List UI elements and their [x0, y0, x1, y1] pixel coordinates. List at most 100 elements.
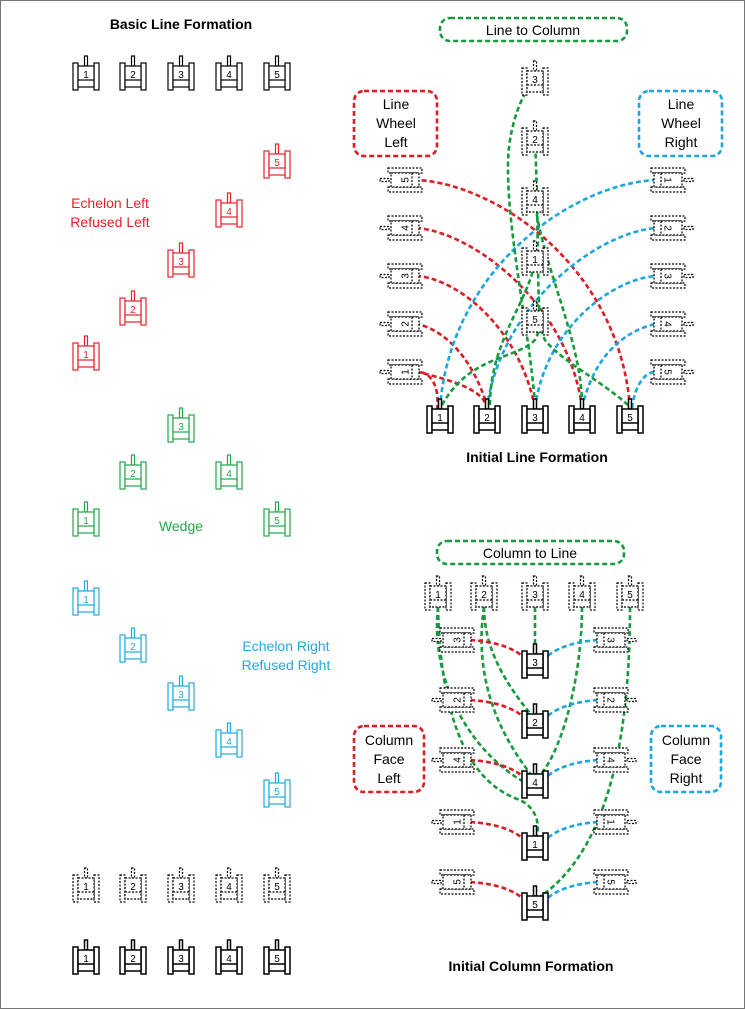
- tank-number: 1: [401, 369, 412, 375]
- tank-number: 4: [532, 195, 538, 206]
- tank-number: 5: [532, 900, 538, 911]
- path-red-a: [417, 370, 439, 411]
- tank-number: 1: [83, 70, 89, 81]
- tank-number: 3: [401, 273, 412, 279]
- tank-5-line-to-column: 5: [521, 300, 549, 336]
- tank-number: 2: [605, 697, 616, 703]
- tank-number: 5: [274, 882, 280, 893]
- tank-number: 3: [178, 422, 184, 433]
- tank-number: 4: [662, 321, 673, 327]
- tank-3-column-to-line: 3: [521, 575, 549, 611]
- tank-number: 2: [532, 135, 538, 146]
- tank-number: 5: [662, 369, 673, 375]
- tank-4-wheel-left: 4: [379, 215, 423, 241]
- tank-number: 1: [83, 595, 89, 606]
- tank-1-bottom-dashed: 1: [72, 867, 100, 903]
- tank-number: 3: [178, 954, 184, 965]
- path-green-5: [533, 139, 629, 406]
- tank-2-initial-line: 2: [473, 398, 501, 434]
- tank-4-basic-line: 4: [215, 55, 243, 91]
- box-column-face-right: [649, 724, 723, 794]
- tank-number: 3: [178, 70, 184, 81]
- tank-number: 3: [178, 690, 184, 701]
- path-blue-4: [580, 322, 656, 409]
- tank-5-face-left: 5: [431, 869, 475, 895]
- path-blue-3: [533, 274, 656, 409]
- box-column-face-left: [352, 724, 426, 794]
- path-cr-3: [469, 820, 532, 847]
- path-red-1: [417, 370, 489, 411]
- tank-number: 5: [274, 516, 280, 527]
- tank-5-initial-line: 5: [616, 398, 644, 434]
- tank-4-initial-column: 4: [521, 763, 549, 799]
- tank-5-column-to-line: 5: [616, 575, 644, 611]
- tank-1-echelon-left: 1: [72, 335, 100, 371]
- path-red-5: [417, 178, 632, 409]
- tank-number: 1: [83, 516, 89, 527]
- tank-number: 4: [401, 225, 412, 231]
- tank-3-basic-line: 3: [167, 55, 195, 91]
- tank-2-wedge: 2: [119, 454, 147, 490]
- tank-number: 3: [178, 257, 184, 268]
- tank-number: 1: [532, 255, 538, 266]
- tank-number: 5: [627, 413, 633, 424]
- tank-5-face-right: 5: [593, 869, 637, 895]
- tank-5-bottom-dashed: 5: [263, 867, 291, 903]
- tank-number: 4: [226, 737, 232, 748]
- tank-number: 2: [130, 469, 136, 480]
- title-basic-line: Basic Line Formation: [110, 16, 252, 32]
- tank-5-bottom-solid: 5: [263, 939, 291, 975]
- path-cg-2: [482, 606, 537, 721]
- box-column-to-line: [435, 539, 626, 566]
- tank-number: 2: [481, 590, 487, 601]
- tank-5-initial-column: 5: [521, 885, 549, 921]
- path-red-3: [417, 274, 537, 409]
- path-cg-1: [436, 606, 540, 841]
- tank-number: 4: [579, 590, 585, 601]
- title-initial-column: Initial Column Formation: [449, 958, 614, 974]
- tank-3-bottom-dashed: 3: [167, 867, 195, 903]
- tank-4-echelon-left: 4: [215, 192, 243, 228]
- tank-number: 4: [579, 413, 585, 424]
- tank-number: 5: [453, 879, 464, 885]
- tank-number: 3: [605, 637, 616, 643]
- tank-1-wheel-right: 1: [650, 167, 694, 193]
- tank-number: 3: [532, 413, 538, 424]
- tank-number: 2: [662, 225, 673, 231]
- tank-number: 3: [453, 637, 464, 643]
- tank-number: 3: [532, 75, 538, 86]
- path-blue-1: [438, 178, 656, 409]
- tank-number: 1: [435, 590, 441, 601]
- tank-4-face-right: 4: [593, 747, 637, 773]
- tank-1-face-right: 1: [593, 809, 637, 835]
- tank-number: 4: [226, 207, 232, 218]
- tank-number: 4: [605, 757, 616, 763]
- tank-3-initial-line: 3: [521, 398, 549, 434]
- tank-2-bottom-dashed: 2: [119, 867, 147, 903]
- tank-1-bottom-solid: 1: [72, 939, 100, 975]
- tank-4-bottom-solid: 4: [215, 939, 243, 975]
- tank-number: 3: [532, 590, 538, 601]
- tank-number: 1: [437, 413, 443, 424]
- tank-5-echelon-left: 5: [263, 143, 291, 179]
- tank-number: 2: [130, 305, 136, 316]
- tank-number: 5: [274, 70, 280, 81]
- tank-number: 5: [605, 879, 616, 885]
- tank-number: 5: [532, 315, 538, 326]
- tank-2-face-right: 2: [593, 687, 637, 713]
- tank-number: 4: [226, 469, 232, 480]
- tank-5-wheel-left: 5: [379, 167, 423, 193]
- tank-2-bottom-solid: 2: [119, 939, 147, 975]
- label-wedge: Wedge: [159, 518, 203, 534]
- tank-2-echelon-right: 2: [119, 627, 147, 663]
- tank-number: 1: [83, 882, 89, 893]
- tank-5-basic-line: 5: [263, 55, 291, 91]
